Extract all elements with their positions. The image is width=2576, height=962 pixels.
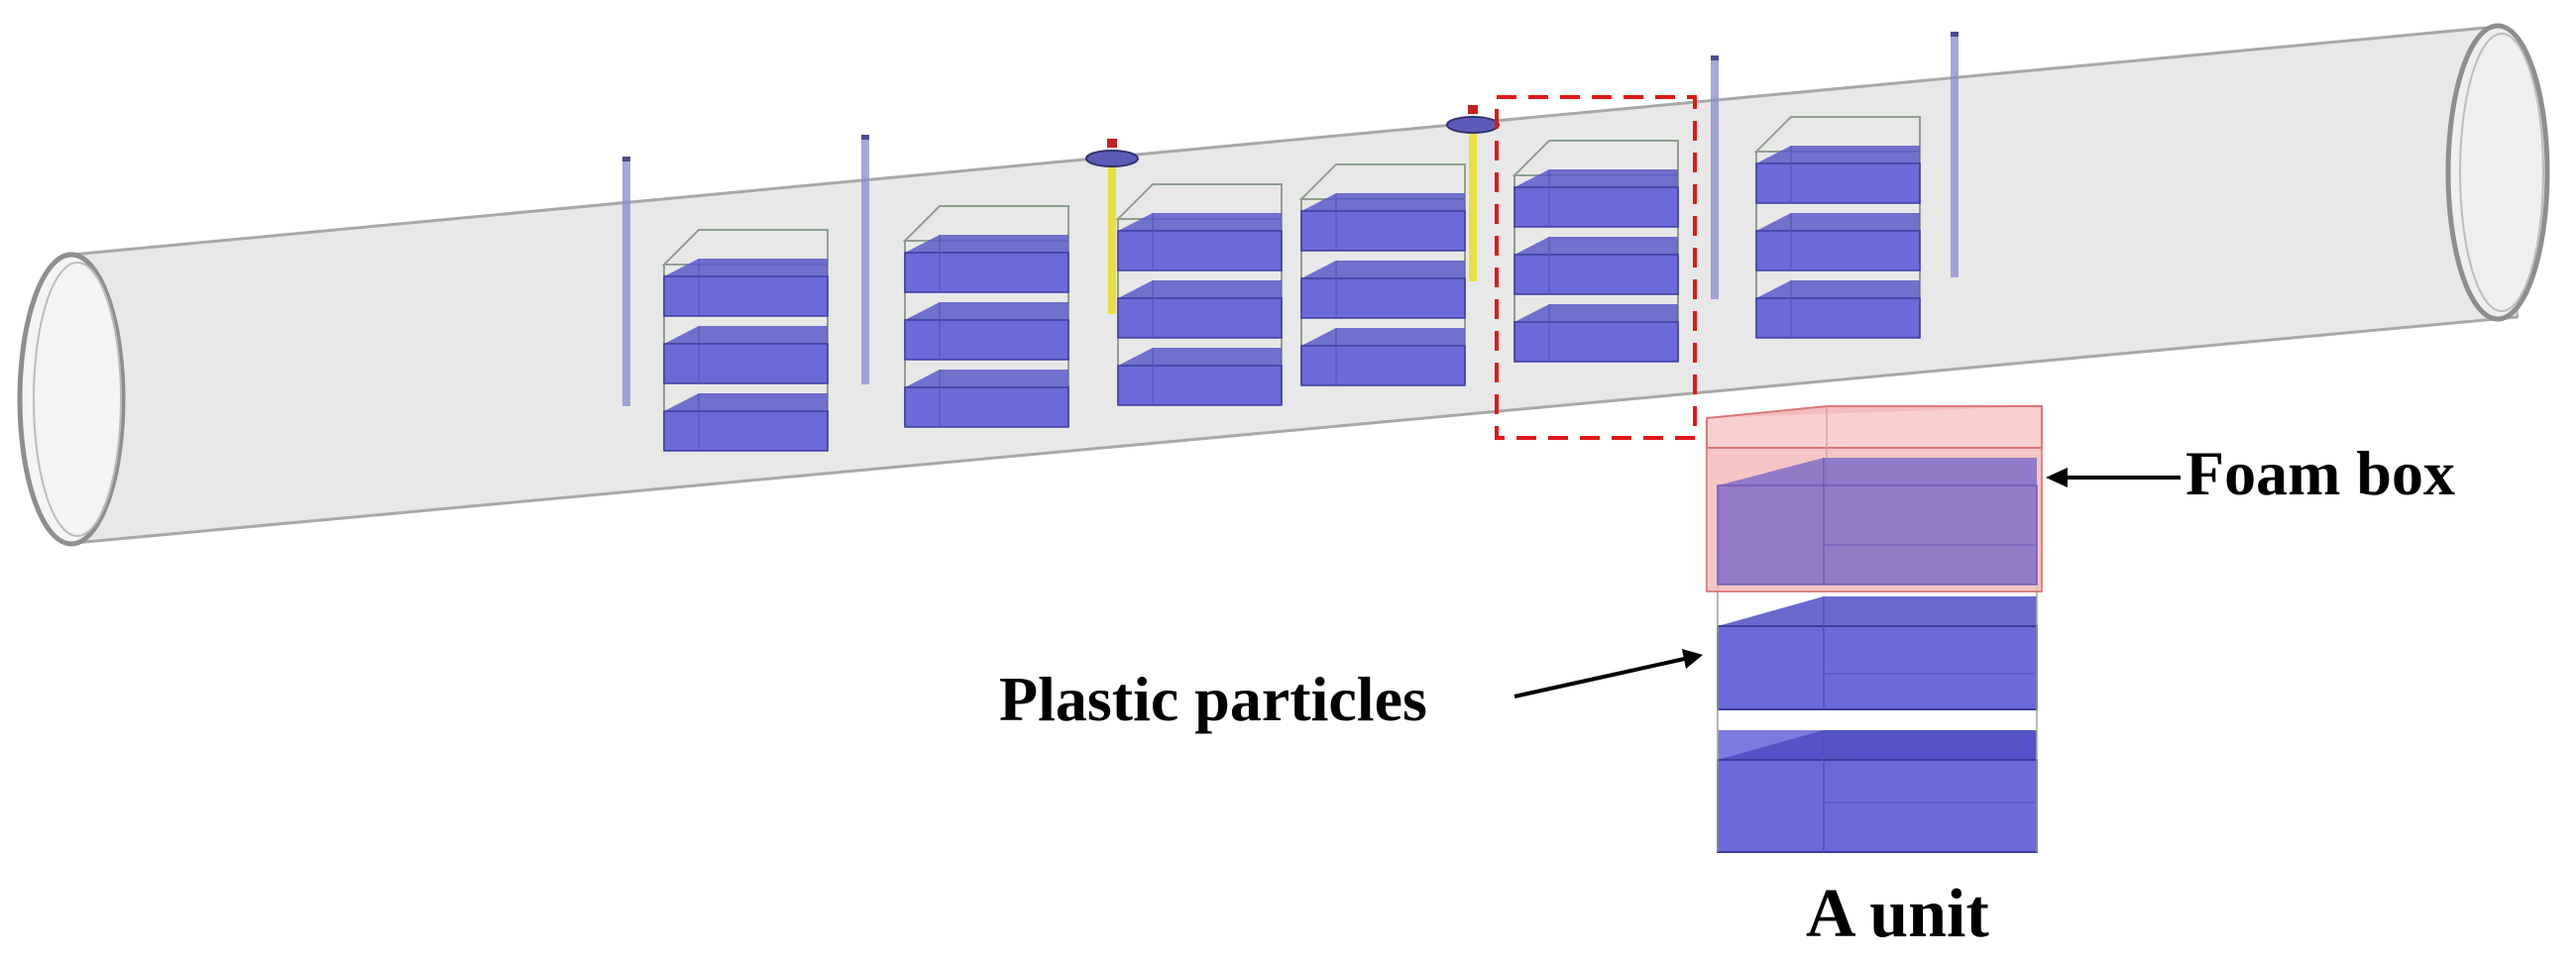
unit-layer-3-top-surface: [1718, 730, 2037, 760]
particle-layer-front: [1513, 321, 1679, 363]
enlarged-unit: [1706, 405, 2043, 853]
particle-layer-front: [1117, 230, 1283, 271]
sensor-marker: [1468, 105, 1478, 114]
foam-box-arrow: [2046, 468, 2181, 487]
particle-layer-front: [904, 386, 1069, 428]
foam-box-label: Foam box: [2185, 438, 2455, 508]
vertical-rod: [622, 159, 630, 406]
particle-unit: [1512, 140, 1679, 363]
unit-label: A unit: [1806, 876, 1989, 952]
particle-layer-top: [1118, 348, 1282, 366]
unit-layer-1-front: [1717, 484, 2038, 586]
sensor-pole: [1108, 162, 1116, 314]
particle-layer-top: [1756, 280, 1920, 298]
highlighted-unit-box: [1495, 95, 1697, 440]
vertical-rod: [1711, 57, 1719, 299]
unit-layer-1-top-surface: [1718, 458, 2037, 485]
particle-layer-front: [1755, 297, 1921, 339]
particle-layer-front: [663, 343, 829, 384]
foam-box-top-face: [1707, 406, 2042, 418]
particle-layer-top: [905, 235, 1068, 253]
particle-layer-front: [1300, 210, 1466, 252]
particle-layer-front: [1513, 254, 1679, 295]
particle-layer-front: [1117, 365, 1283, 406]
particle-layer-front: [904, 252, 1069, 293]
particle-layer-top: [664, 326, 828, 344]
unit-layer-3-front: [1717, 759, 2038, 853]
particle-layer-top: [1514, 237, 1678, 255]
plastic-particles-arrow: [1513, 649, 1703, 698]
pipe-top-edge: [60, 26, 2487, 258]
particle-layer-top: [1514, 304, 1678, 322]
unit-layer-2-front: [1717, 625, 2038, 710]
pipe-bottom-edge: [73, 315, 2519, 545]
sensor-pole: [1469, 129, 1477, 281]
particle-layer-front: [1755, 162, 1921, 204]
pipe-right-inner: [2459, 33, 2544, 312]
foam-box-outline-top: [1706, 405, 2043, 449]
particle-layer-front: [1117, 297, 1283, 339]
plastic-particles-label: Plastic particles: [999, 664, 1427, 734]
particle-unit: [1115, 183, 1283, 406]
particle-layer-front: [663, 410, 829, 452]
vertical-rod-cap: [622, 157, 630, 161]
vertical-rod-cap: [1711, 55, 1719, 60]
particle-layer-front: [1513, 186, 1679, 228]
vertical-rod-cap: [861, 135, 869, 140]
particle-unit: [1298, 163, 1466, 386]
vertical-rod-cap: [1951, 32, 1959, 37]
particle-layer-top: [1118, 280, 1282, 298]
particle-layer-top: [1301, 193, 1465, 211]
particle-units: [661, 116, 1921, 452]
particle-layer-top: [905, 302, 1068, 320]
particle-layer-front: [1755, 230, 1921, 271]
particle-layer-front: [1300, 277, 1466, 319]
particle-layer-top: [1301, 328, 1465, 346]
sensor-head: [1085, 150, 1139, 167]
particle-layer-top: [664, 393, 828, 411]
particle-layer-front: [1300, 345, 1466, 386]
pipe-left-opening: [17, 252, 126, 547]
vertical-rods: [622, 32, 1959, 406]
particle-layer-front: [663, 275, 829, 317]
particle-layer-top: [1756, 213, 1920, 231]
pipe: [17, 23, 2550, 547]
particle-layer-top: [1118, 213, 1282, 231]
particle-layer-top: [1756, 146, 1920, 163]
sensors: [1085, 105, 1500, 314]
pipe-body: [59, 26, 2520, 545]
particle-layer-top: [905, 370, 1068, 387]
particle-layer-top: [1514, 169, 1678, 187]
particle-unit: [1753, 116, 1921, 339]
vertical-rod: [1951, 34, 1959, 277]
particle-unit: [661, 229, 829, 452]
sensor-head: [1446, 116, 1500, 134]
pipe-left-inner: [33, 262, 122, 537]
unit-layer-2-top-surface: [1718, 596, 2037, 626]
pipe-right-opening: [2445, 23, 2550, 322]
particle-unit: [902, 205, 1069, 428]
particle-layer-top: [1301, 261, 1465, 278]
foam-box-top: [1707, 406, 2042, 448]
particle-layer-top: [664, 259, 828, 276]
particle-layer-front: [904, 319, 1069, 361]
vertical-rod: [861, 137, 869, 384]
sensor-marker: [1107, 139, 1117, 148]
